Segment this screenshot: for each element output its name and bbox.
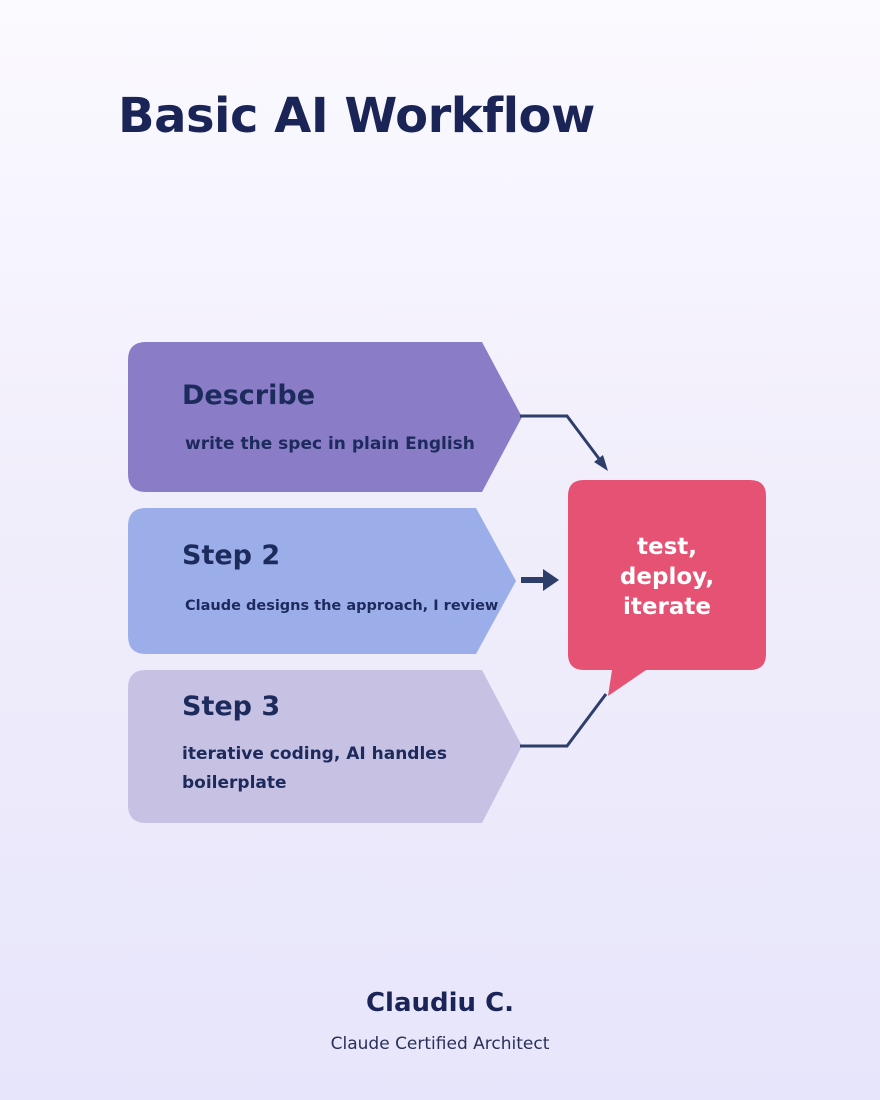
outcome-text: test, deploy, iterate (568, 532, 766, 622)
step-3-description-line-1: iterative coding, AI handles (182, 744, 447, 764)
step-2-description: Claude designs the approach, I review (185, 598, 499, 614)
step-3-shape (128, 670, 522, 823)
connector-step-3 (520, 693, 608, 748)
author-role: Claude Certified Architect (330, 1034, 550, 1054)
connector-step-1-arrowhead (594, 455, 608, 471)
outcome-bubble (568, 480, 766, 696)
page-title: Basic AI Workflow (118, 88, 595, 144)
step-3-description-line-2: boilerplate (182, 773, 287, 793)
outcome-line-2: deploy, (619, 564, 715, 590)
step-2-shape (128, 508, 516, 654)
step-1-heading: Describe (182, 380, 316, 411)
step-1-description: write the spec in plain English (185, 434, 475, 454)
step-1-shape (128, 342, 522, 492)
step-3-heading: Step 3 (182, 691, 281, 722)
outcome-line-3: iterate (623, 594, 711, 620)
connector-step-1 (520, 414, 602, 461)
outcome-line-1: test, (636, 534, 697, 560)
step-2-heading: Step 2 (182, 540, 281, 571)
author-name: Claudiu C. (365, 988, 515, 1018)
connector-step-2-arrowhead (543, 569, 559, 591)
